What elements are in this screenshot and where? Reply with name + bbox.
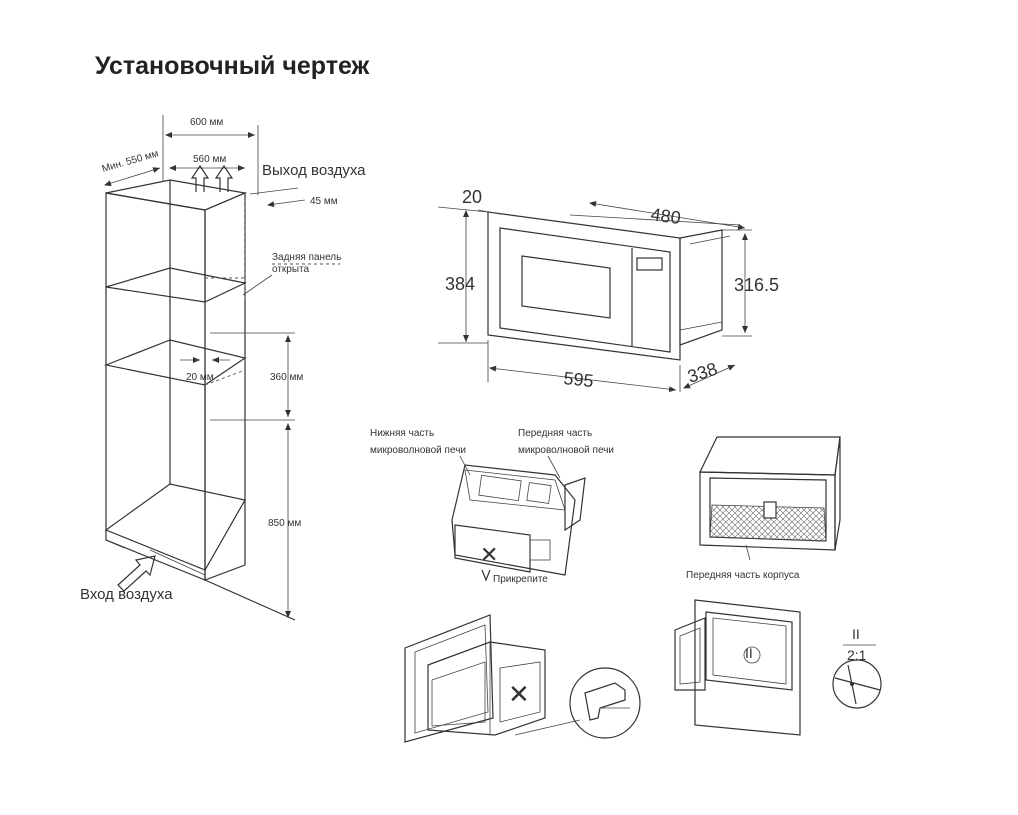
air-out-arrow-1 [190, 164, 210, 192]
oven-window [521, 255, 611, 319]
cabinet-front-panel [105, 192, 206, 581]
front-part-label-1: Передняя часть [518, 428, 592, 439]
dim-480: 480 [649, 204, 682, 228]
gap-45-label: 45 мм [310, 196, 338, 207]
air-out-arrow-2 [214, 164, 234, 192]
dim-595: 595 [563, 368, 595, 391]
detail-magnifier [569, 667, 641, 739]
case-front-label: Передняя часть корпуса [686, 570, 800, 581]
back-panel-label-2: открыта [272, 264, 310, 275]
dim-20: 20 [462, 187, 482, 207]
height-850-label: 850 мм [268, 518, 301, 529]
cabinet-top [105, 179, 248, 211]
bottom-part-label-1: Нижняя часть [370, 428, 434, 439]
installed-frame [694, 599, 801, 736]
oven-fan-x-mark: ✕ [508, 679, 530, 709]
air-out-label: Выход воздуха [262, 162, 366, 179]
air-in-label: Вход воздуха [80, 586, 173, 603]
width-560-label: 560 мм [193, 154, 226, 165]
air-in-arrow [117, 555, 156, 592]
dim-316-5: 316.5 [734, 275, 779, 295]
open-door [674, 617, 706, 691]
detail-ref-label: II [852, 626, 860, 642]
step-installed: II II 2:1 [674, 599, 882, 736]
dim-338: 338 [685, 358, 720, 386]
oven-front-frame [487, 211, 681, 361]
shelf-gap-label: 20 мм [186, 372, 214, 383]
middle-shelf [103, 339, 247, 386]
oven-trim-frame [404, 614, 494, 743]
front-panel-flap [564, 477, 586, 532]
height-360-label: 360 мм [270, 372, 303, 383]
width-600-label: 600 мм [190, 117, 223, 128]
step-case-front: Передняя часть корпуса [686, 436, 841, 581]
oven-upside-down [451, 464, 576, 576]
screw-icon [481, 569, 491, 582]
dim-384: 384 [445, 274, 475, 294]
case-top [699, 436, 841, 476]
cabinet-drawing: 20 мм 600 мм 560 мм Мин. 550 мм Выход во… [80, 115, 366, 621]
front-part-label-2: микроволновой печи [518, 445, 614, 456]
step-attach-bottom: Нижняя часть микроволновой печи Передняя… [370, 428, 614, 585]
oven-display [636, 257, 663, 271]
bottom-shelf [104, 483, 246, 571]
cabinet-right-side [204, 192, 246, 581]
oven-dimension-drawing: 384 20 480 316.5 595 338 [437, 187, 779, 393]
door-detail-ref: II [745, 645, 753, 661]
bottom-part-label-2: микроволновой печи [370, 445, 466, 456]
scale-detail-circle [832, 659, 882, 709]
case-grid-bottom [709, 504, 827, 542]
back-panel-label-1: Задняя панель [272, 252, 341, 263]
fan-x-mark: ✕ [480, 542, 498, 567]
attach-label: Прикрепите [493, 574, 548, 585]
step-oven-assembly: ✕ [404, 614, 641, 743]
oven-side-body [679, 229, 723, 346]
detail-scale-label: 2:1 [847, 647, 867, 663]
bracket-detail [584, 682, 626, 721]
case-bracket [763, 501, 777, 519]
upper-shelf [105, 267, 247, 303]
page-title: Установочный чертеж [95, 52, 370, 80]
